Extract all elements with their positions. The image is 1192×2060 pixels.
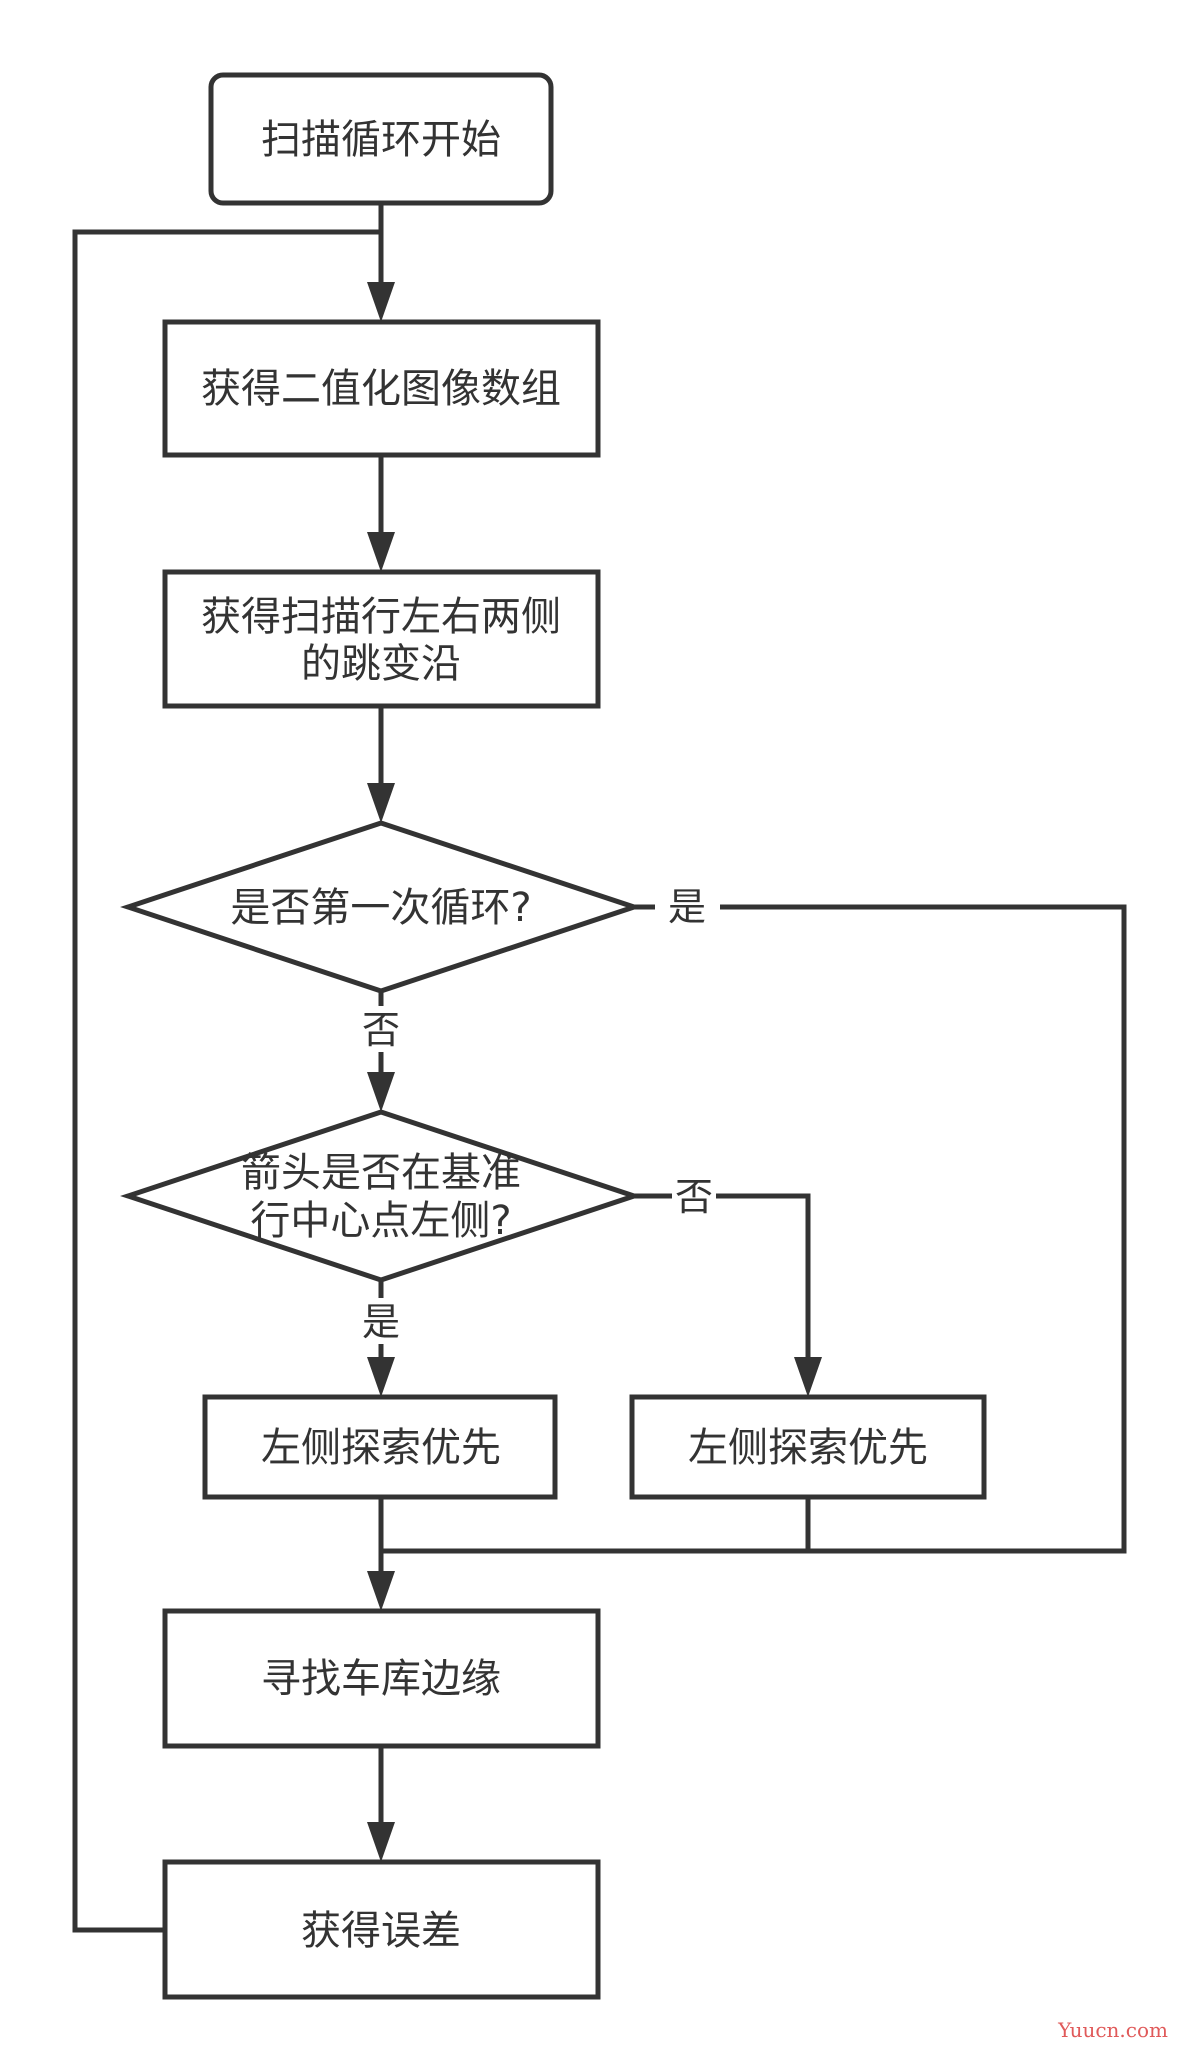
arrowhead-decision [367, 783, 395, 823]
node-left-priority-a-label: 左侧探索优先 [261, 1425, 501, 1471]
arrowhead-arrow-decision [367, 1072, 395, 1112]
node-arrow-left [120, 1109, 642, 1283]
arrowhead-left-a [367, 1357, 395, 1397]
arrowhead-binary [367, 282, 395, 322]
node-arrow-left-label-line2: 行中心点左侧? [250, 1198, 511, 1244]
edge-label-arrow-yes: 是 [362, 1300, 400, 1344]
node-get-binary-label: 获得二值化图像数组 [201, 366, 561, 412]
node-get-edges-label-line1: 获得扫描行左右两侧 [201, 594, 561, 640]
node-start [208, 72, 554, 206]
node-get-edges [162, 569, 601, 709]
node-first-loop [120, 820, 642, 994]
node-get-error-label: 获得误差 [301, 1908, 461, 1954]
arrowhead-find-edge [367, 1571, 395, 1611]
edge-error-loop-back [72, 229, 381, 1933]
node-find-edge [162, 1608, 601, 1749]
node-left-priority-a [202, 1394, 558, 1500]
node-get-edges-label-line2: 的跳变沿 [301, 641, 461, 687]
edge-label-first-no: 否 [362, 1008, 400, 1052]
arrowhead-left-b [794, 1357, 822, 1397]
arrowhead-edges [367, 532, 395, 572]
node-left-priority-b [629, 1394, 987, 1500]
node-start-label: 扫描循环开始 [261, 117, 501, 163]
arrowhead-error [367, 1822, 395, 1862]
node-left-priority-b-label: 左侧探索优先 [688, 1425, 928, 1471]
node-get-error [162, 1859, 601, 2000]
node-get-binary [162, 319, 601, 458]
node-first-loop-label: 是否第一次循环? [230, 885, 531, 931]
edge-left-b-merge [381, 1497, 811, 1554]
edge-label-arrow-no: 否 [675, 1175, 713, 1219]
edge-arrow-no-route [716, 1193, 811, 1360]
node-arrow-left-label-line1: 箭头是否在基准 [241, 1150, 521, 1196]
watermark: Yuucn.com [1058, 2018, 1168, 2042]
edge-label-first-yes: 是 [668, 885, 706, 929]
node-find-edge-label: 寻找车库边缘 [261, 1656, 501, 1702]
